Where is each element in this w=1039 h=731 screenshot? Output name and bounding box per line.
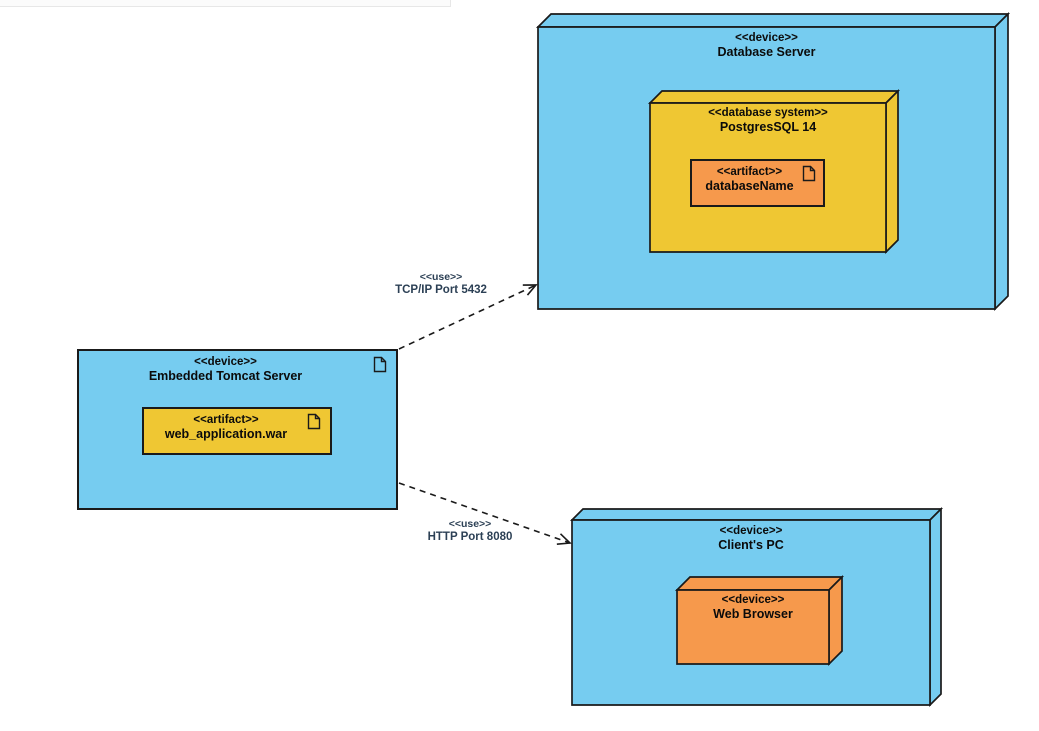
artifact-databasename[interactable]: <<artifact>> databaseName — [690, 159, 825, 207]
artifact-stereotype: <<artifact>> — [716, 166, 783, 178]
scrollbar-remnant — [0, 0, 451, 7]
node-tomcat[interactable]: <<device>> Embedded Tomcat Server <<arti… — [77, 349, 398, 510]
node-stereotype: <<device>> — [194, 356, 257, 368]
connector-stereotype: <<use>> — [419, 271, 463, 283]
connector-tomcat-to-client[interactable] — [398, 482, 572, 546]
connector-label-http: <<use>> HTTP Port 8080 — [390, 518, 550, 544]
artifact-name: web_application.war — [164, 427, 288, 441]
connector-label-tcp: <<use>> TCP/IP Port 5432 — [361, 271, 521, 297]
artifact-name: databaseName — [705, 179, 794, 193]
connector-name: HTTP Port 8080 — [427, 531, 513, 543]
node-name: Embedded Tomcat Server — [148, 369, 303, 383]
connector-tomcat-to-database[interactable] — [398, 284, 538, 350]
document-icon — [373, 356, 387, 373]
artifact-stereotype: <<artifact>> — [193, 414, 259, 426]
artifact-war[interactable]: <<artifact>> web_application.war — [142, 407, 332, 455]
node-3d-shape — [674, 574, 845, 667]
document-icon — [802, 165, 816, 182]
node-web-browser[interactable]: <<device>> Web Browser — [674, 574, 845, 667]
document-icon — [307, 413, 321, 430]
connector-name: TCP/IP Port 5432 — [395, 284, 487, 296]
